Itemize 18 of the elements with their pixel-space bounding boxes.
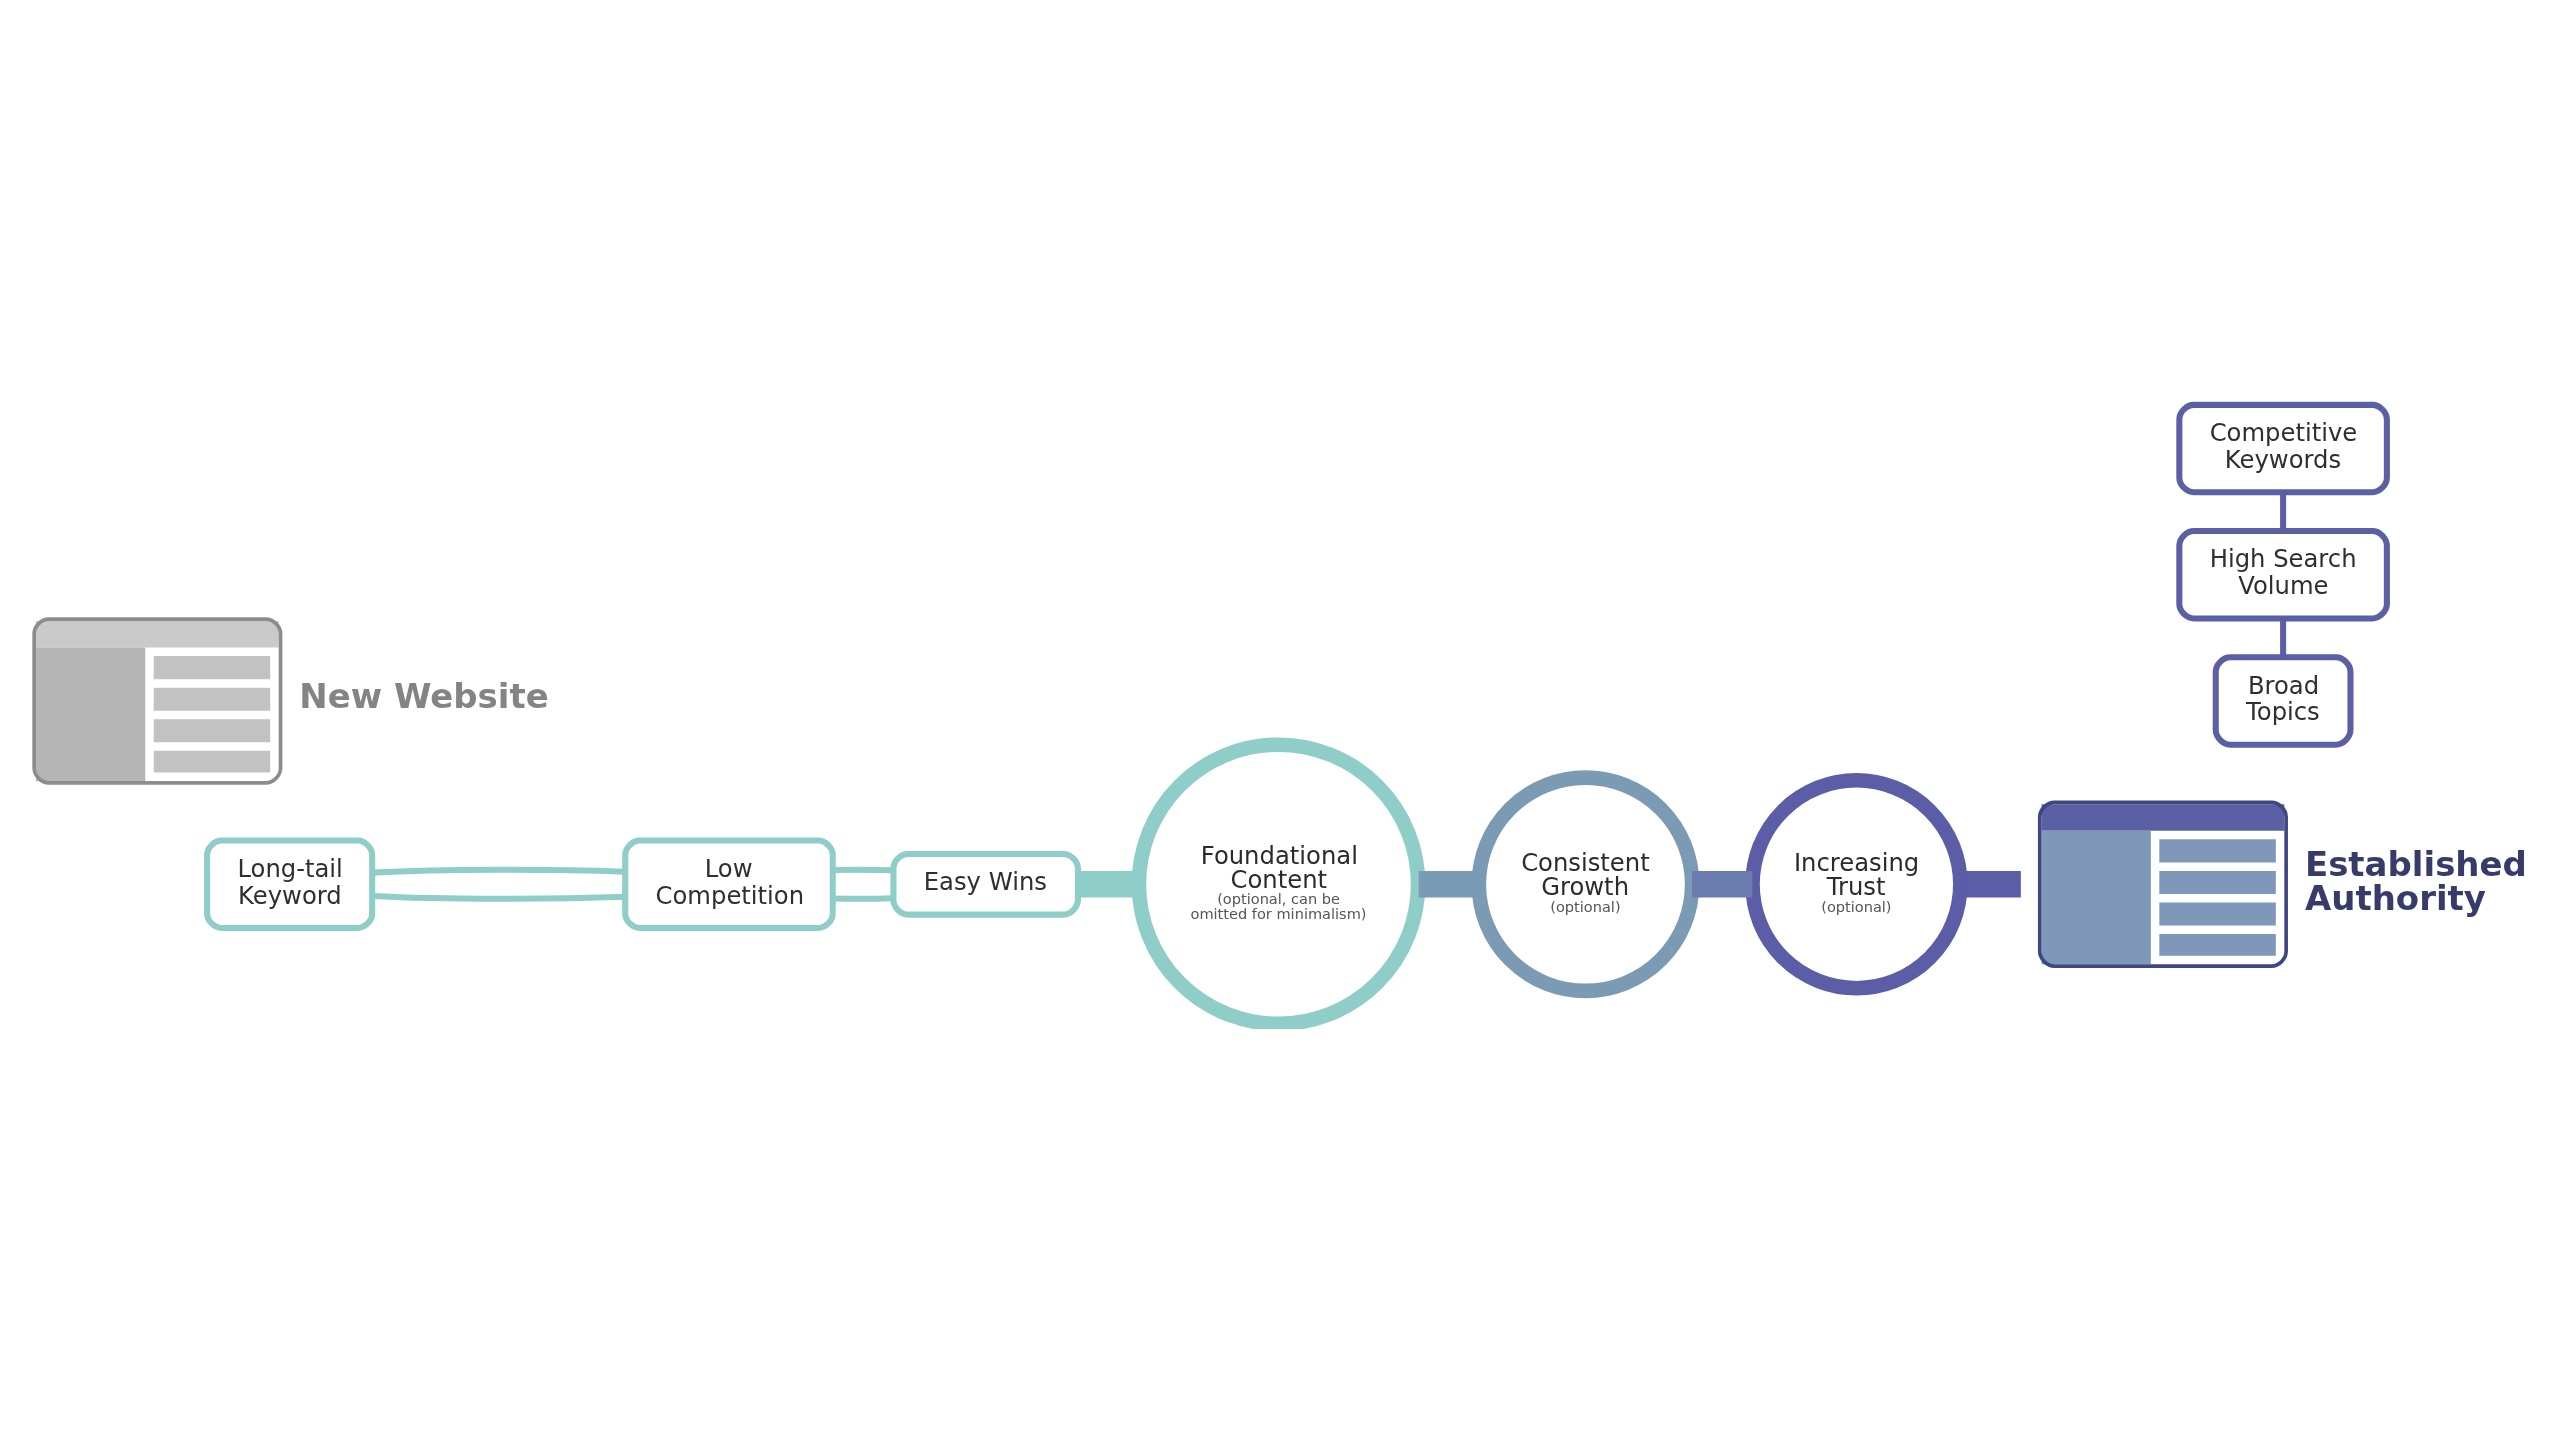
node-circle: Foundational Content (optional, can be omitted for minimalism) [1131,737,1426,1029]
node-box: Broad Topics [2212,654,2354,748]
connector [372,892,626,902]
node-box: Easy Wins [890,850,1081,918]
node-box: Competitive Keywords [2176,401,2390,496]
connector [832,895,894,902]
node-box: High Search Volume [2176,528,2390,622]
node-circle: Consistent Growth (optional) [1471,770,1700,999]
connector [1692,870,1753,898]
node-circle: Increasing Trust (optional) [1745,773,1968,996]
node-label: New Website [299,676,549,717]
connector [372,866,626,876]
node-box: Long-tail Keyword [204,837,376,931]
connector [2280,618,2287,658]
node-label: Established Authority [2304,844,2527,919]
node-box: Low Competition [622,837,836,931]
connector [832,866,894,874]
connector [2280,492,2287,531]
